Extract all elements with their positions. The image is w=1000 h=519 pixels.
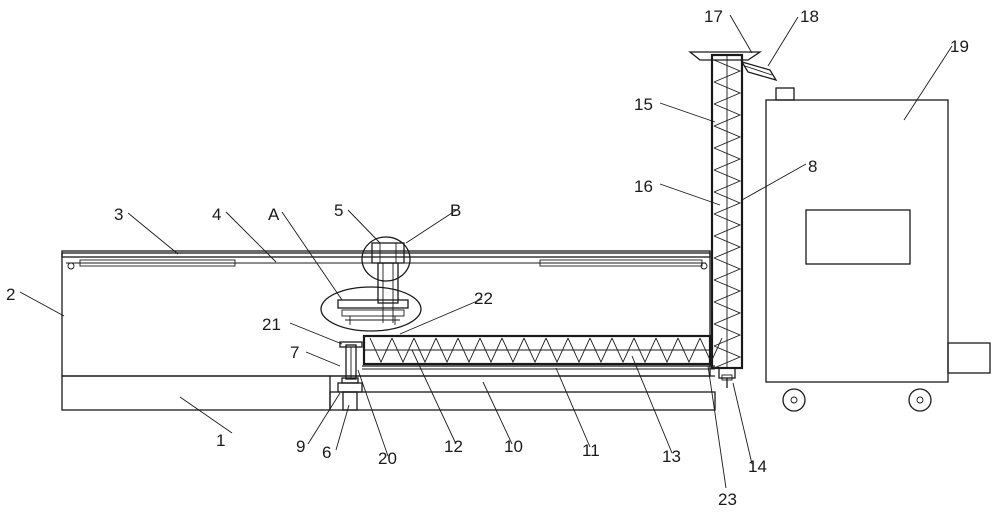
label-16: 16 [634,177,653,196]
top-outlet [688,51,778,82]
label-14: 14 [748,457,767,476]
label-12: 12 [444,437,463,456]
label-8: 8 [808,157,817,176]
support-foot [337,382,363,411]
label-3: 3 [114,205,123,224]
horizontal-conveyor [362,334,723,370]
housing [61,250,711,377]
screw-flight-horizontal [369,337,723,364]
label-4: 4 [212,205,221,224]
label-18: 18 [800,7,819,26]
callout-labels: 1 2 3 4 A 5 B 22 21 7 9 6 20 12 10 11 13… [6,7,969,509]
label-20: 20 [378,449,397,468]
label-5: 5 [334,201,343,220]
label-19: 19 [950,37,969,56]
base-foundation [61,375,716,411]
label-10: 10 [504,437,523,456]
label-11: 11 [582,441,600,460]
collection-cart [765,87,991,412]
label-A: A [268,205,280,224]
label-15: 15 [634,95,653,114]
leader-lines [19,14,953,489]
label-7: 7 [290,343,299,362]
label-23: 23 [718,490,737,509]
label-21: 21 [262,315,281,334]
label-17: 17 [704,7,723,26]
label-2: 2 [6,285,15,304]
label-1: 1 [216,431,225,450]
label-22: 22 [474,289,493,308]
drive-shaft [339,341,363,384]
vertical-conveyor [710,53,744,388]
label-9: 9 [296,437,305,456]
gear-box [320,286,422,332]
screw-flight-vertical [713,59,742,369]
label-6: 6 [322,443,331,462]
label-13: 13 [662,447,681,466]
label-B: B [450,201,461,220]
motor-assembly [361,236,411,323]
